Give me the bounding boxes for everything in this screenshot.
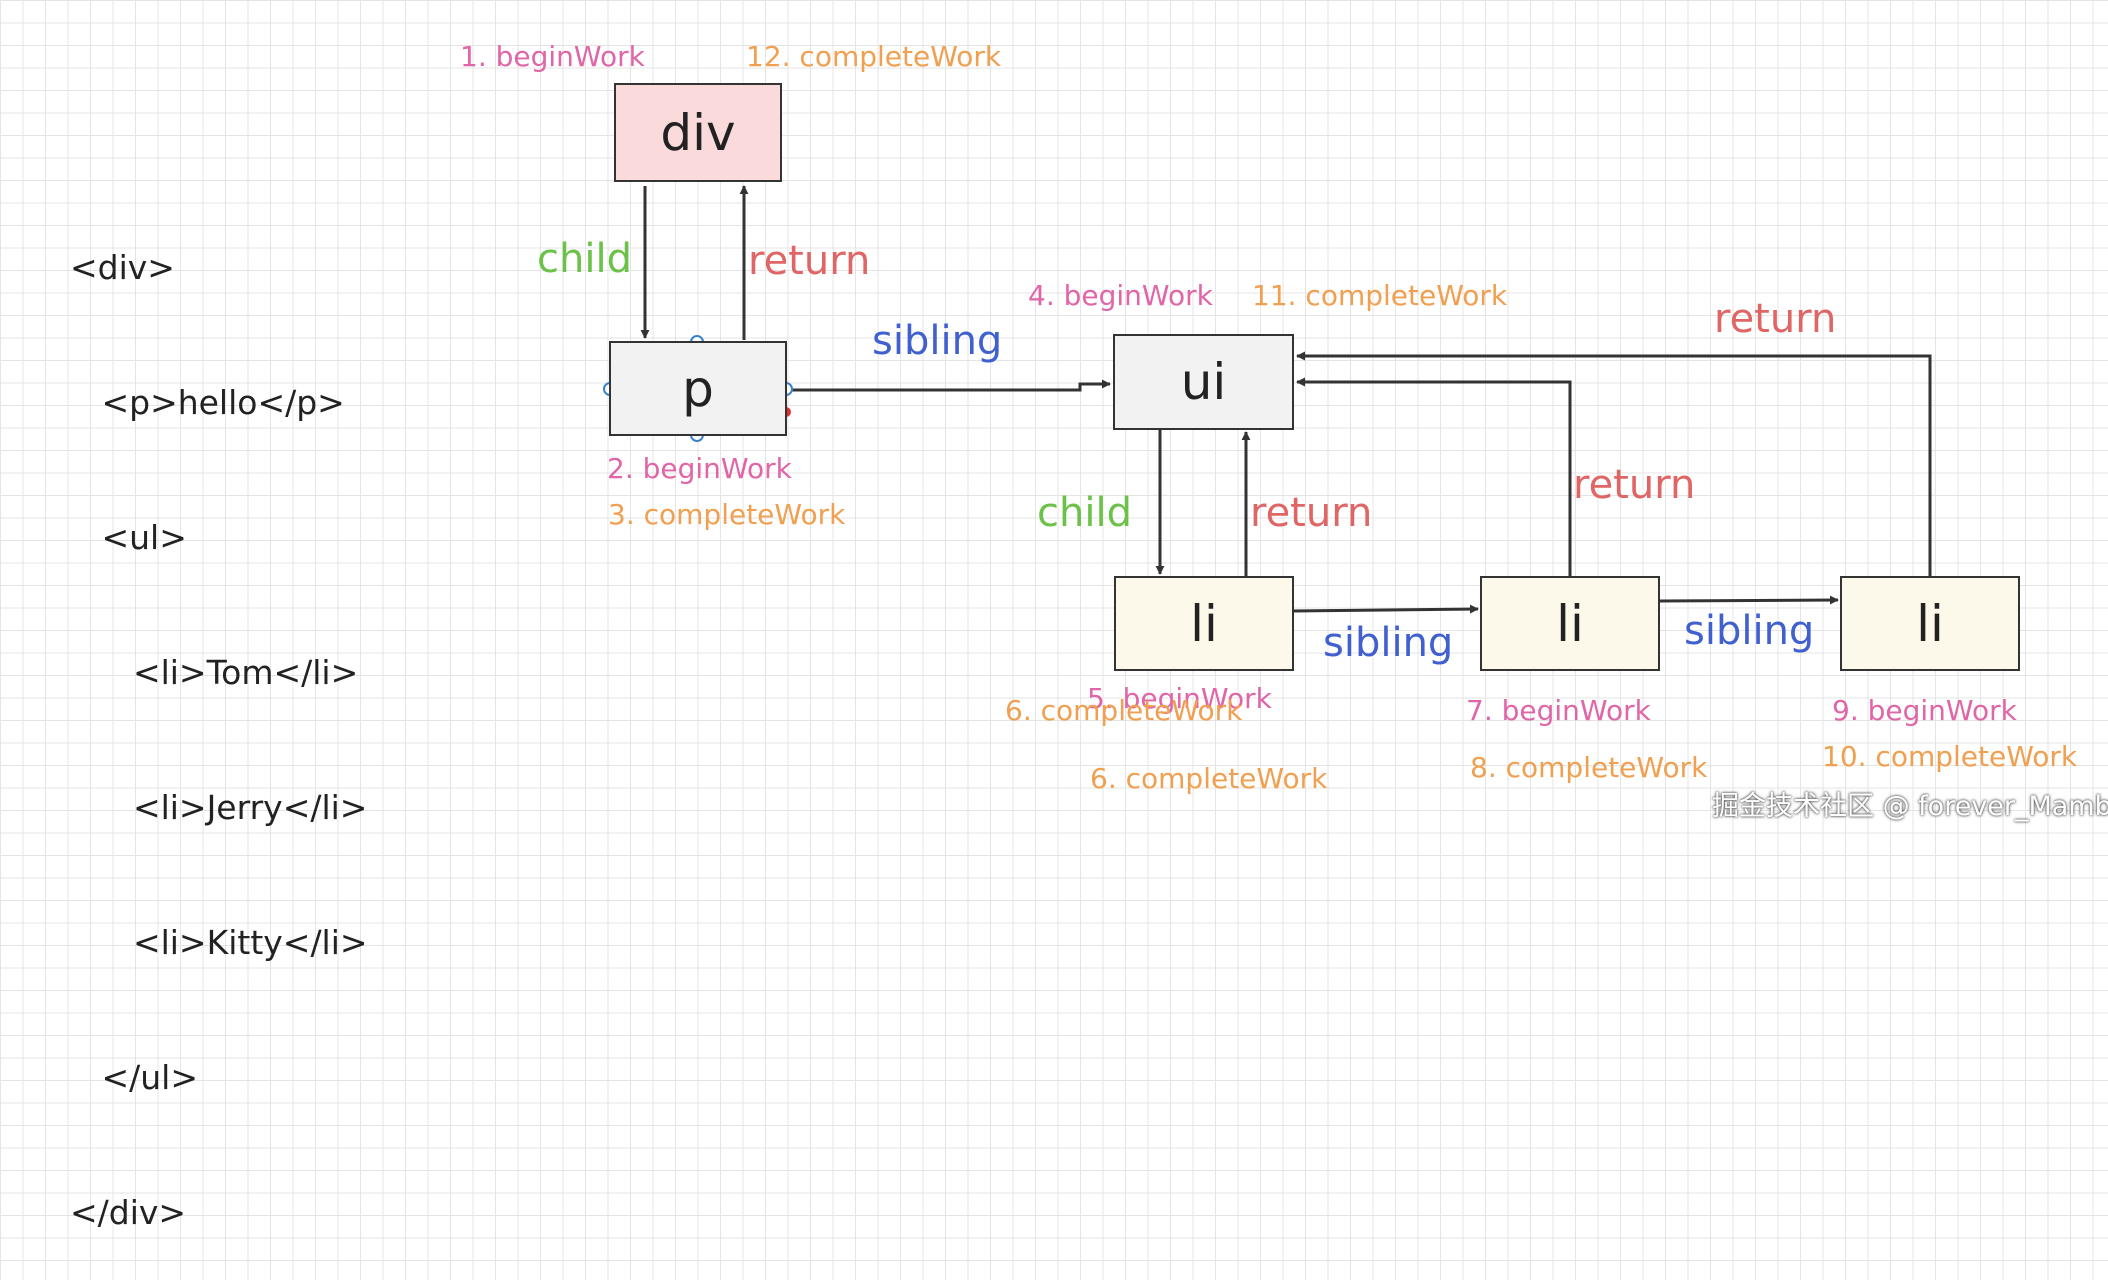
step-7-label: 7. beginWork (1466, 694, 1651, 727)
edge-li2-sibling-li3 (1658, 595, 1839, 605)
relation-child-label: child (537, 236, 632, 282)
edge-li2-return-ui (1296, 377, 1572, 576)
edge-li-sibling-li2 (1291, 604, 1479, 614)
step-11-label: 11. completeWork (1252, 279, 1508, 312)
code-line: <div> (70, 248, 175, 287)
relation-return-li-label: return (1250, 490, 1373, 536)
connector-layer (603, 185, 1932, 614)
edge-li3-return-ui (1296, 351, 1932, 576)
node-div[interactable]: div (614, 83, 782, 182)
code-line: </ul> (70, 1058, 198, 1097)
node-ui[interactable]: ui (1113, 334, 1294, 430)
step-6-label-overlap: 6. completeWork (1005, 694, 1243, 727)
relation-return-label: return (748, 238, 871, 284)
step-2-label: 2. beginWork (607, 452, 792, 485)
step-4-label: 4. beginWork (1028, 279, 1213, 312)
step-3-label: 3. completeWork (608, 498, 846, 531)
step-10-label: 10. completeWork (1822, 740, 2078, 773)
node-p[interactable]: p (609, 341, 787, 436)
node-li-2[interactable]: li (1480, 576, 1660, 671)
step-1-label: 1. beginWork (460, 40, 645, 73)
relation-sibling-li-label: sibling (1323, 620, 1454, 666)
code-line: <li>Kitty</li> (70, 923, 368, 962)
node-li-1[interactable]: li (1114, 576, 1294, 671)
node-li-3[interactable]: li (1840, 576, 2020, 671)
code-line: <p>hello</p> (70, 383, 345, 422)
code-line: </div> (70, 1193, 187, 1232)
step-9-label: 9. beginWork (1832, 694, 2017, 727)
watermark: 掘金技术社区 @ forever_Mamba (1712, 791, 2108, 822)
code-line: <ul> (70, 518, 187, 557)
edge-p-sibling-ui (787, 379, 1111, 392)
relation-sibling-li2-label: sibling (1684, 608, 1815, 654)
relation-return-li2-label: return (1573, 462, 1696, 508)
relation-child-ui-label: child (1037, 490, 1132, 536)
relation-sibling-label: sibling (872, 318, 1003, 364)
step-12-label: 12. completeWork (746, 40, 1002, 73)
step-6-label: 6. completeWork (1090, 762, 1328, 795)
step-5-label: 5. beginWork (1087, 682, 1272, 715)
step-8-label: 8. completeWork (1470, 751, 1708, 784)
code-line: <li>Jerry</li> (70, 788, 368, 827)
code-line: <li>Tom</li> (70, 653, 359, 692)
relation-return-top-label: return (1714, 296, 1837, 342)
